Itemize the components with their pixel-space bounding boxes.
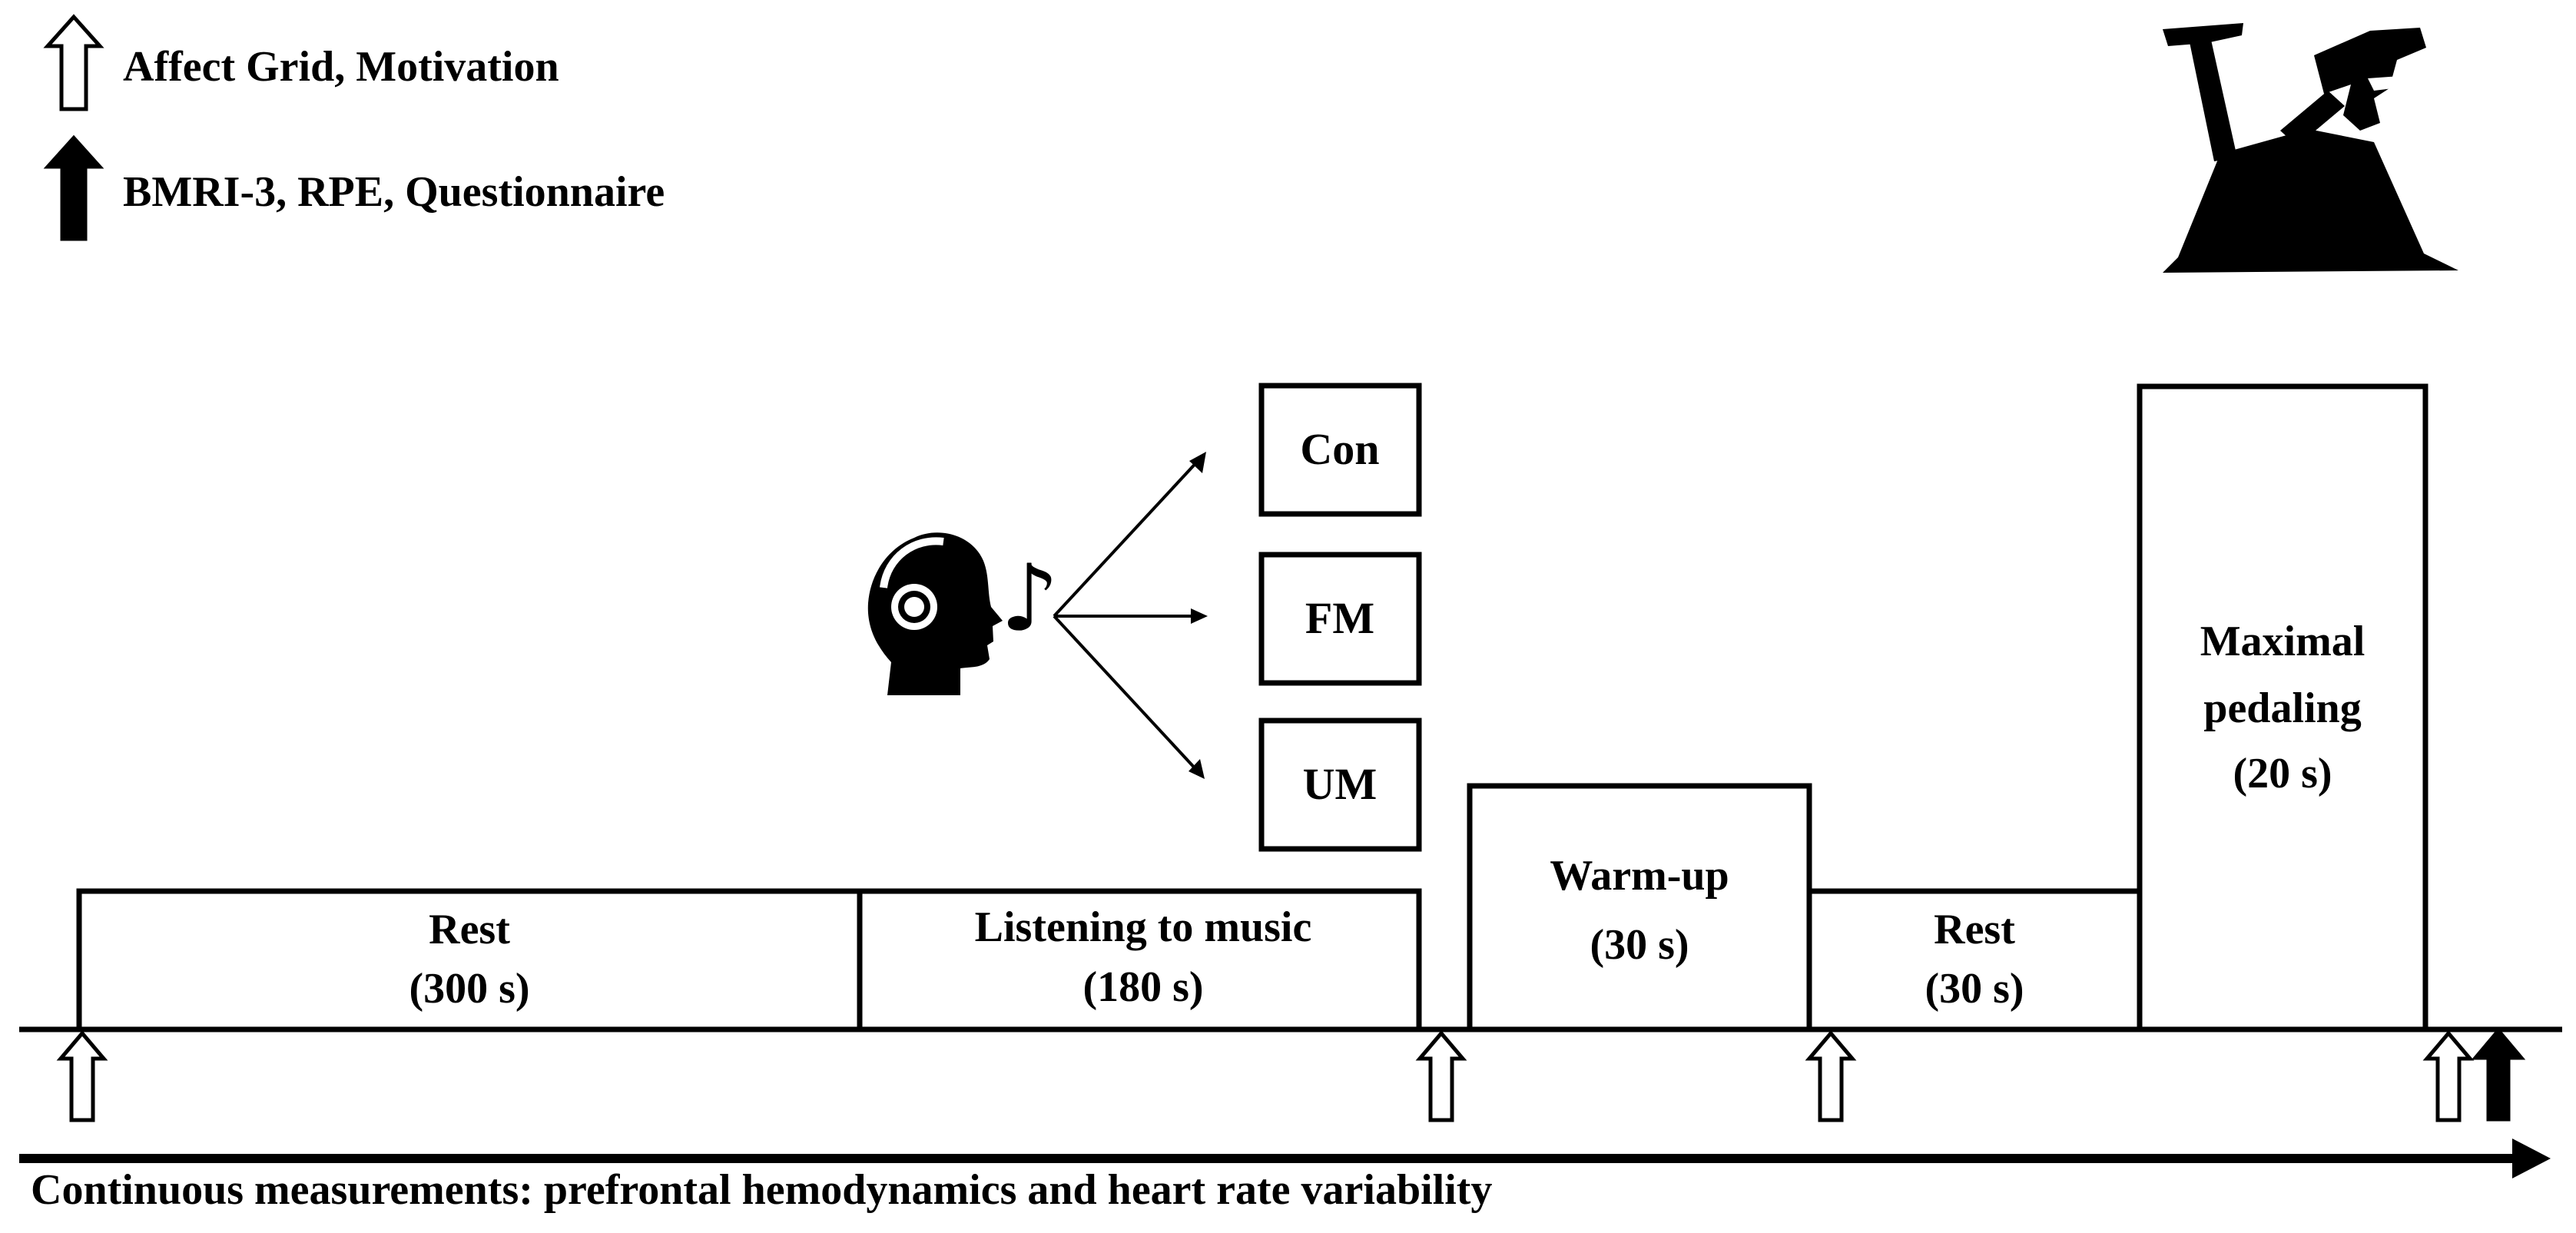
phase-rest-30-label: Rest xyxy=(1934,906,2015,953)
measurement-open-arrow-3-icon xyxy=(1805,1030,1857,1122)
phase-rest-300-label: Rest xyxy=(429,906,510,953)
phase-rest-300: Rest (300 s) xyxy=(76,888,863,1032)
phase-rest-300-duration: (300 s) xyxy=(409,965,529,1013)
measurement-filled-arrow-icon xyxy=(2471,1027,2526,1122)
legend: Affect Grid, Motivation BMRI-3, RPE, Que… xyxy=(43,14,665,241)
phase-rest-30: Rest (30 s) xyxy=(1806,888,2143,1032)
phase-maximal-pedaling-label-1: Maximal xyxy=(2200,618,2365,665)
legend-filled-arrow-label: BMRI-3, RPE, Questionnaire xyxy=(123,168,665,216)
phase-maximal-pedaling-label-2: pedaling xyxy=(2203,684,2361,732)
legend-open-arrow-label: Affect Grid, Motivation xyxy=(123,43,559,91)
measurement-arrows xyxy=(56,1027,2526,1122)
phase-listening-music-label: Listening to music xyxy=(975,903,1312,951)
phase-listening-music-duration: (180 s) xyxy=(1082,963,1203,1011)
continuous-measurement-label: Continuous measurements: prefrontal hemo… xyxy=(31,1166,1492,1214)
measurement-open-arrow-2-icon xyxy=(1415,1030,1467,1122)
exercise-bike-icon xyxy=(2163,23,2458,273)
condition-fm: FM xyxy=(1258,552,1422,686)
condition-con: Con xyxy=(1258,383,1422,517)
condition-um-label: UM xyxy=(1303,759,1378,809)
legend-filled-arrow-icon xyxy=(43,134,104,241)
music-note-icon: ♪ xyxy=(1000,545,1059,652)
measurement-open-arrow-1-icon xyxy=(56,1030,108,1122)
continuous-measurement-arrow xyxy=(19,1139,2551,1178)
condition-fm-label: FM xyxy=(1305,593,1374,643)
condition-um: UM xyxy=(1258,718,1422,852)
phase-maximal-pedaling-duration: (20 s) xyxy=(2233,750,2332,797)
phase-maximal-pedaling: Maximal pedaling (20 s) xyxy=(2137,383,2428,1032)
phase-warm-up-label: Warm-up xyxy=(1550,852,1729,900)
phase-rest-30-duration: (30 s) xyxy=(1925,965,2024,1013)
measurement-open-arrow-4-icon xyxy=(2422,1030,2475,1122)
condition-con-label: Con xyxy=(1300,424,1379,474)
phase-warm-up: Warm-up (30 s) xyxy=(1467,783,1812,1032)
legend-open-arrow-icon xyxy=(43,14,104,111)
phase-listening-music: Listening to music (180 s) xyxy=(857,888,1422,1032)
condition-branch-arrows xyxy=(1053,452,1208,779)
head-with-headphones-icon xyxy=(867,532,1003,695)
phase-warm-up-duration: (30 s) xyxy=(1590,921,1689,969)
